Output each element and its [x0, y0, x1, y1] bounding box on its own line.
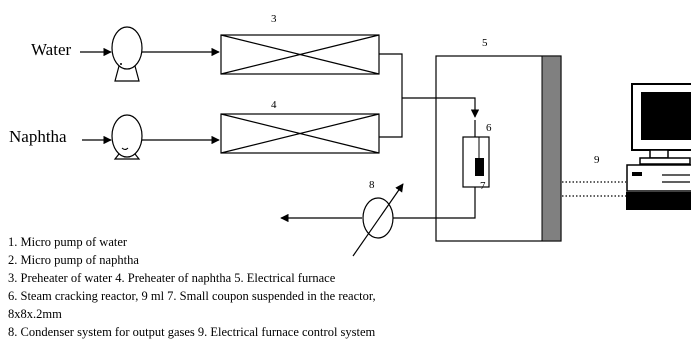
- label-7: 7: [480, 180, 486, 192]
- reactor-outlet-line: [393, 187, 476, 219]
- computer-icon: [626, 83, 691, 210]
- label-3: 3: [271, 13, 277, 25]
- feed-to-reactor-line: [402, 97, 480, 118]
- label-9: 9: [594, 154, 600, 166]
- legend-item: 8x8x.2mm: [8, 307, 62, 321]
- label-6: 6: [486, 122, 492, 134]
- legend-item: 6. Steam cracking reactor, 9 ml 7. Small…: [8, 289, 376, 303]
- water-outlet-line: [379, 53, 403, 138]
- water-pump: [111, 26, 143, 82]
- label-8: 8: [369, 179, 375, 191]
- naphtha-pump: [111, 114, 143, 160]
- condenser: [352, 183, 404, 257]
- water-label: Water: [31, 40, 71, 59]
- legend-item: 3. Preheater of water 4. Preheater of na…: [8, 271, 336, 285]
- label-5: 5: [482, 37, 488, 49]
- legend-item: 2. Micro pump of naphtha: [8, 253, 139, 267]
- legend: 1. Micro pump of water 2. Micro pump of …: [8, 233, 376, 341]
- naphtha-label: Naphtha: [9, 127, 67, 146]
- coupon: [475, 158, 484, 176]
- electrical-furnace: [435, 55, 562, 242]
- steam-cracking-reactor: [462, 120, 490, 188]
- water-preheater: [220, 34, 380, 75]
- legend-item: 1. Micro pump of water: [8, 235, 128, 249]
- naphtha-preheater: [220, 113, 380, 154]
- legend-item: 8. Condenser system for output gases 9. …: [8, 325, 376, 339]
- label-4: 4: [271, 99, 277, 111]
